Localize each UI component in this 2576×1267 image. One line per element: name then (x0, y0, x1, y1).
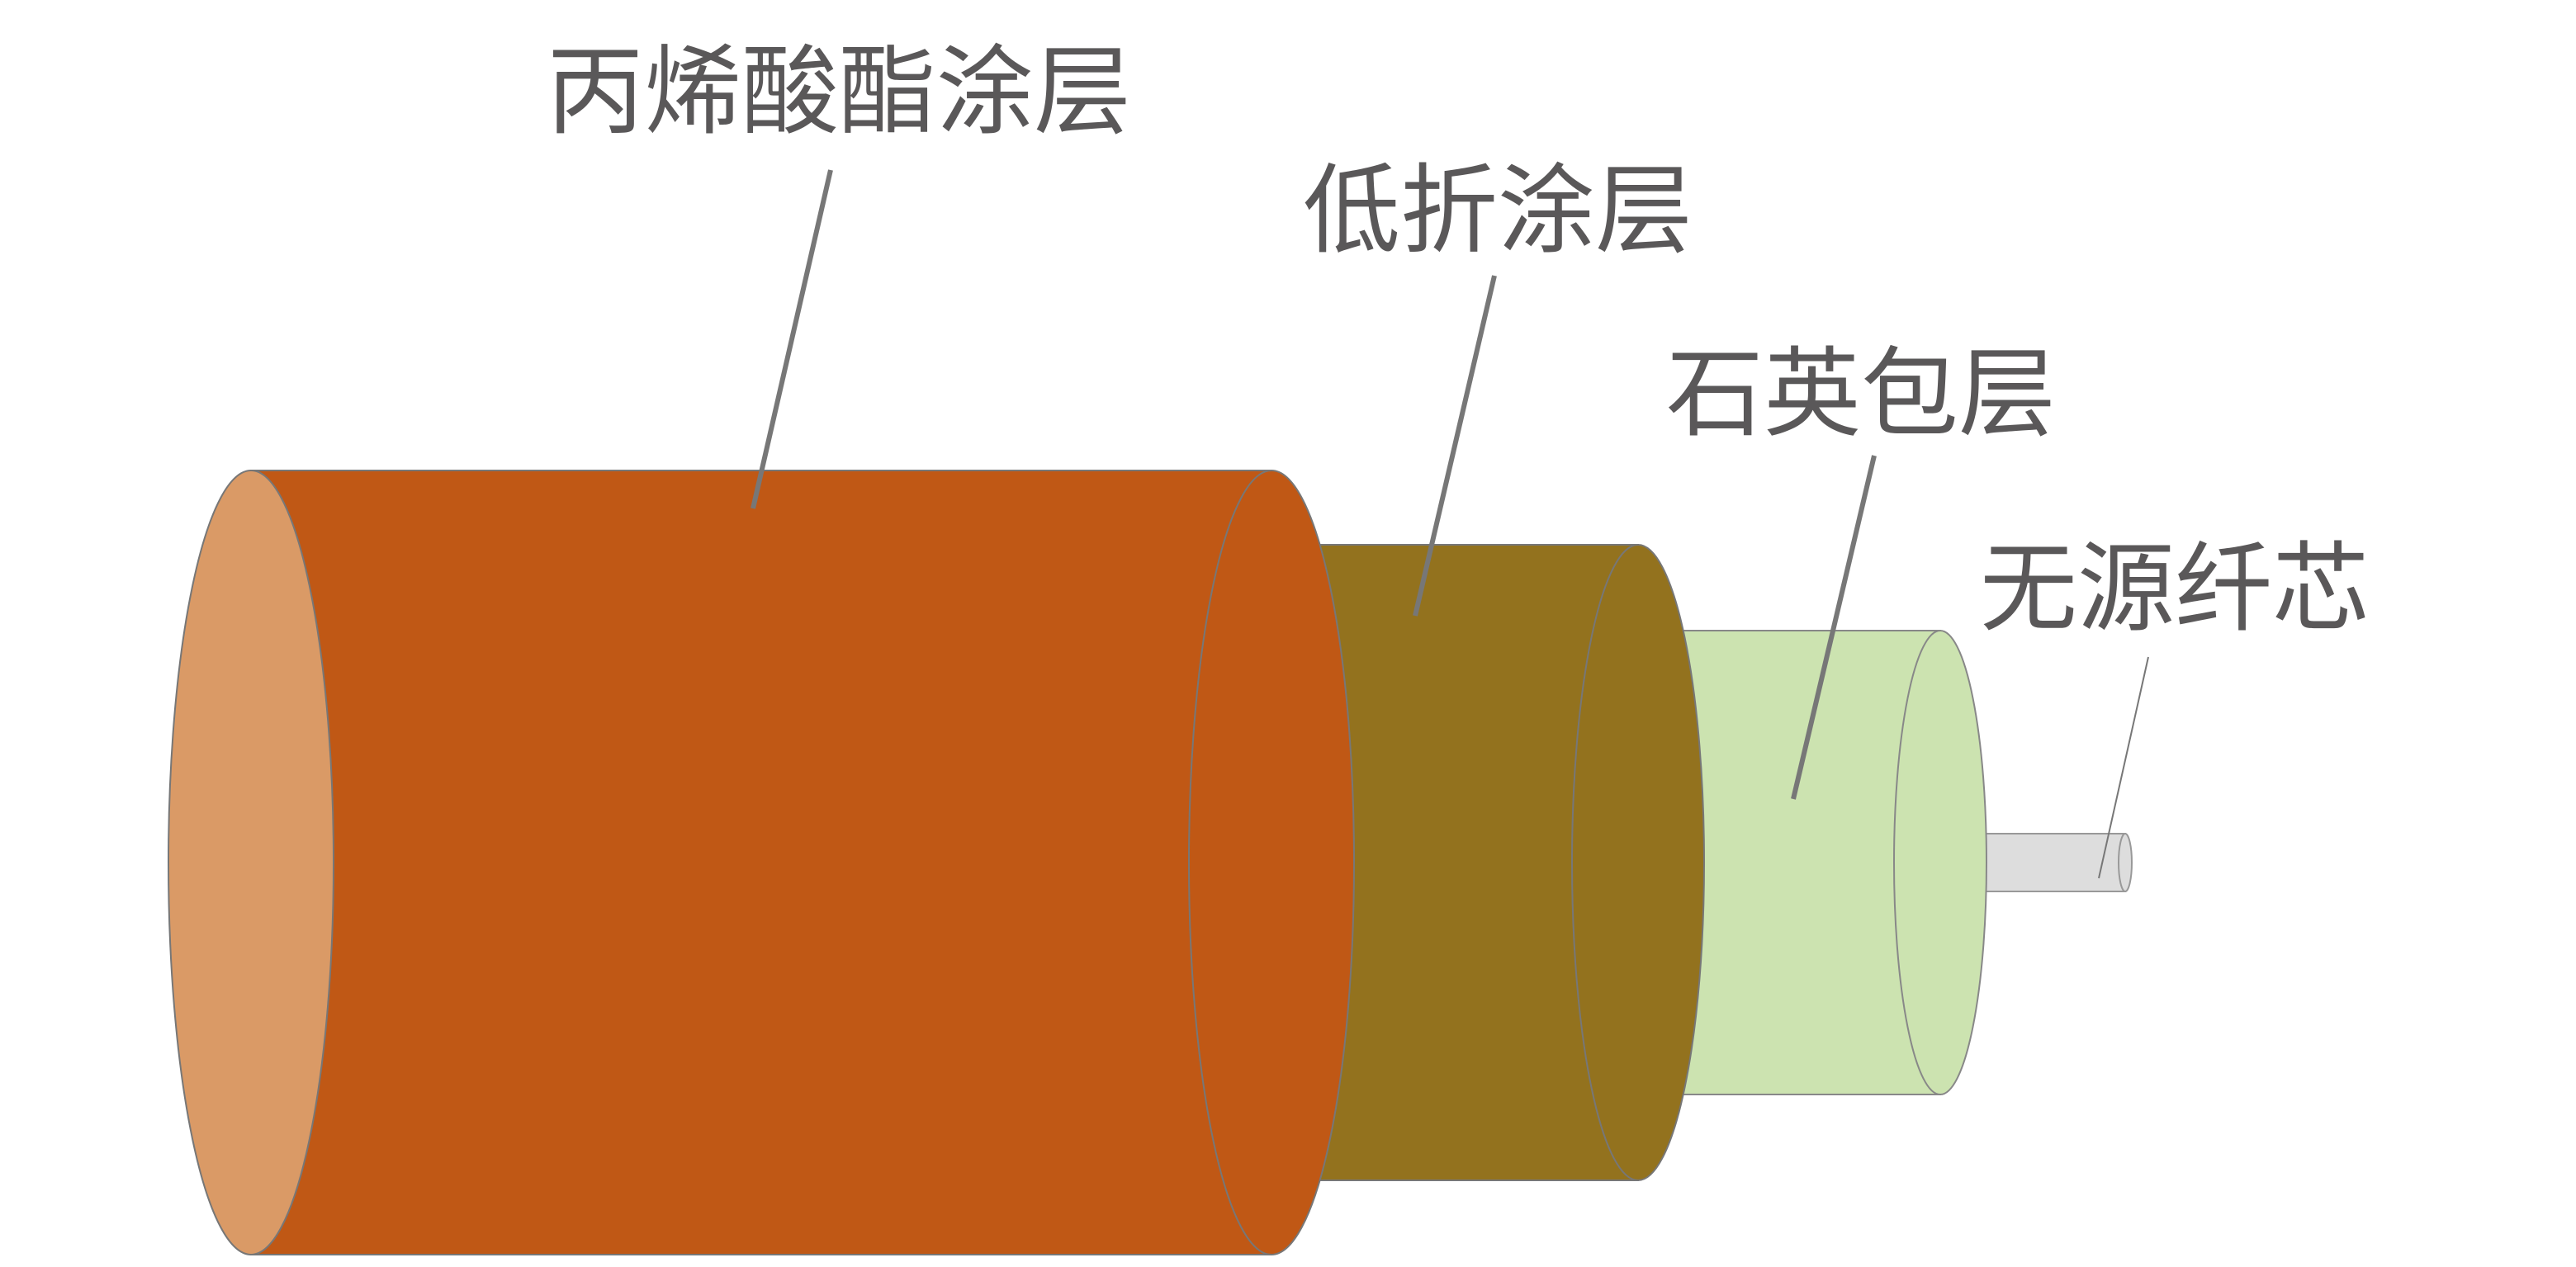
acrylate-end-face (168, 470, 334, 1255)
cladding-label: 石英包层 (1666, 337, 2056, 451)
low-index-leader-line (1413, 275, 1497, 617)
acrylate-leader-line (751, 169, 833, 509)
acrylate-coating (168, 470, 1355, 1255)
core-leader-line (2098, 656, 2149, 879)
low-index-label: 低折涂层 (1303, 154, 1693, 267)
cladding-leader-line (1791, 455, 1877, 800)
core-label: 无源纤芯 (1980, 532, 2370, 645)
quartz-cladding (1568, 630, 1987, 1095)
acrylate-label: 丙烯酸酯涂层 (547, 35, 1131, 149)
